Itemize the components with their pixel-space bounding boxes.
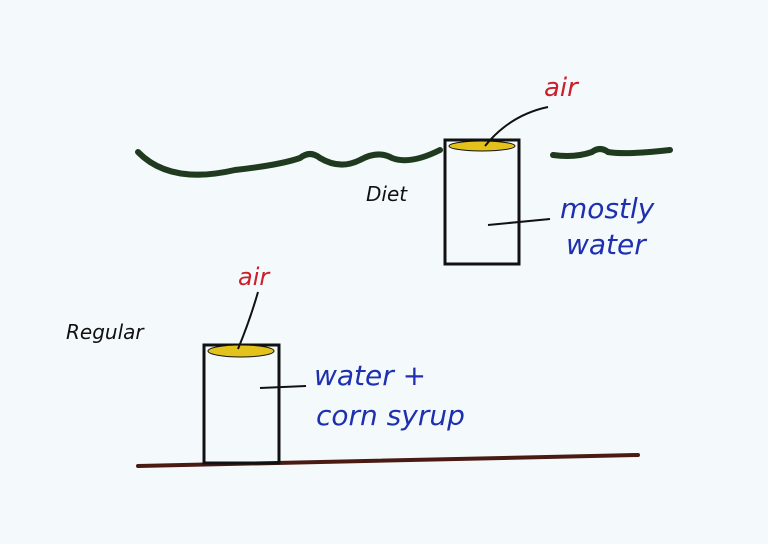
diet-label: Diet [366, 182, 408, 206]
regular-can-air-pocket [207, 344, 275, 358]
regular-can [202, 343, 281, 465]
regular-air-label: air [238, 263, 271, 291]
regular-air-pointer [237, 291, 259, 350]
regular-label: Regular [66, 320, 145, 344]
regular-contents-label-line1: water + [314, 359, 426, 392]
diet-air-pointer [484, 106, 549, 147]
diet-contents-label-line1: mostly [560, 192, 655, 225]
regular-can-body [202, 343, 281, 465]
regular-contents-label-line2: corn syrup [316, 399, 465, 432]
diet-can [443, 138, 521, 266]
diet-air-label: air [544, 73, 580, 103]
diet-can-air-pocket [448, 140, 516, 152]
diet-contents-label-line2: water [566, 228, 647, 261]
water-surface-line-right [550, 146, 673, 159]
water-surface-line [135, 147, 443, 178]
regular-contents-pointer [259, 385, 307, 389]
diet-can-body [443, 138, 521, 266]
diet-contents-pointer [487, 218, 551, 226]
